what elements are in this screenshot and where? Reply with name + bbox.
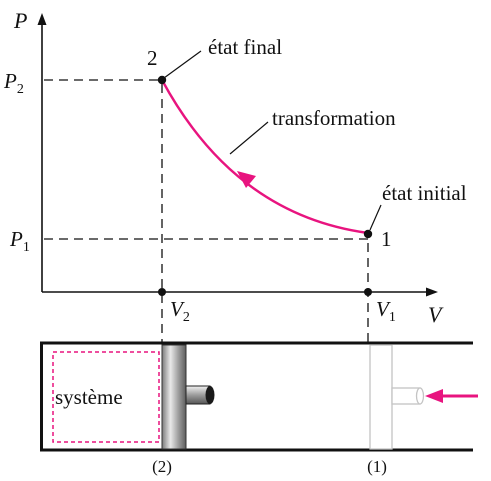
v-axis-label: V [428, 302, 444, 327]
piston-cylinder: système [40, 341, 478, 452]
p1-tick-label: P1 [9, 227, 30, 255]
piston-rod-end-state-2 [205, 386, 215, 404]
final-state-annotation: état final [208, 35, 282, 59]
piston-rod-end-state-1 [415, 387, 425, 405]
force-arrow-icon [425, 389, 443, 403]
piston-state-2 [161, 344, 187, 450]
system-boundary [52, 351, 160, 443]
p-axis-arrow-icon [37, 13, 47, 25]
state-1-label: 1 [381, 227, 392, 251]
v2-axis-dot [158, 288, 166, 296]
position-2-label: (2) [152, 457, 172, 476]
v2-tick-label: V2 [170, 297, 190, 325]
process-direction-arrow-icon [237, 171, 256, 188]
initial-state-annotation: état initial [382, 181, 467, 205]
position-1-label: (1) [367, 457, 387, 476]
initial-leader-line [369, 204, 382, 231]
v1-axis-dot [364, 288, 372, 296]
transformation-leader-line [229, 121, 269, 155]
p-axis-label: P [13, 8, 27, 33]
piston-rod-state-1 [391, 387, 421, 405]
piston-state-1 [369, 344, 393, 450]
v1-tick-label: V1 [376, 297, 396, 325]
system-label: système [55, 385, 123, 409]
state-2-label: 2 [147, 46, 158, 70]
process-curve [160, 79, 369, 235]
v-axis-arrow-icon [426, 287, 438, 297]
transformation-annotation: transformation [272, 106, 396, 130]
final-leader-line [163, 50, 202, 79]
state-1-point [363, 229, 373, 239]
p2-tick-label: P2 [3, 69, 24, 97]
axes [37, 13, 438, 297]
